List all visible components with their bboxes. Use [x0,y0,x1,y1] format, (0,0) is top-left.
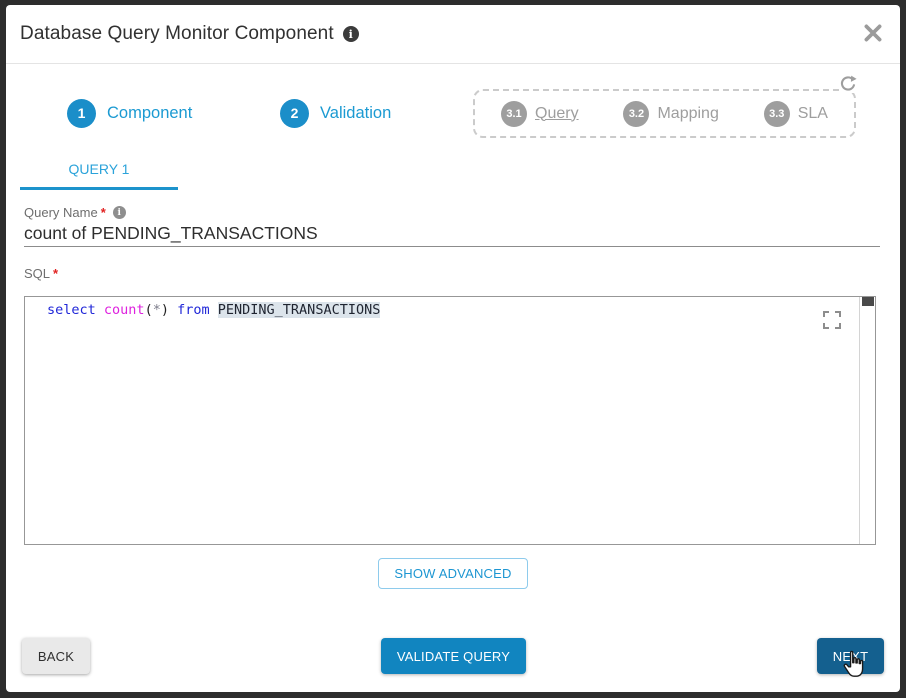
sql-token [169,302,177,318]
substep-number-badge: 3.3 [763,100,790,127]
sql-token-highlighted: PENDING_TRANSACTIONS [217,302,381,318]
sql-code-editor[interactable]: select count(*) from PENDING_TRANSACTION… [24,296,876,545]
refresh-icon[interactable] [839,75,857,93]
sql-code-line: select count(*) from PENDING_TRANSACTION… [25,302,381,319]
scrollbar-thumb[interactable] [862,297,874,306]
wizard-substep-query[interactable]: 3.1 Query [501,100,579,127]
sql-token: * [152,302,161,318]
wizard-substep-group: 3.1 Query 3.2 Mapping 3.3 SLA [473,89,856,138]
query-name-input[interactable] [24,220,880,247]
query-name-label: Query Name* i [24,205,126,220]
substep-label: SLA [797,104,828,122]
substep-label: Query [535,104,579,122]
info-icon[interactable]: i [342,26,359,42]
required-marker: * [100,205,106,220]
wizard-substep-mapping: 3.2 Mapping [623,100,719,127]
wizard-step-validation[interactable]: 2 Validation [280,88,391,138]
show-advanced-button[interactable]: SHOW ADVANCED [378,558,528,589]
next-button[interactable]: NEXT [817,638,884,674]
substep-label: Mapping [657,104,719,122]
dialog-title: Database Query Monitor Component [20,23,334,44]
info-icon[interactable]: i [112,206,126,219]
sql-token [210,302,218,318]
sql-token: from [177,302,210,318]
dialog-header: Database Query Monitor Component i [6,5,900,64]
validate-query-button[interactable]: VALIDATE QUERY [381,638,526,674]
close-icon[interactable] [862,22,884,44]
query-name-label-text: Query Name [24,205,98,220]
tab-query-1[interactable]: QUERY 1 [20,152,178,190]
required-marker: * [53,266,59,281]
step-label: Validation [320,103,392,122]
step-number-badge: 2 [280,98,309,128]
database-query-monitor-dialog: Database Query Monitor Component i 1 Com… [6,5,900,692]
sql-label: SQL* [24,266,58,281]
wizard-substep-sla: 3.3 SLA [763,100,828,127]
editor-scrollbar[interactable] [859,297,875,544]
sql-token [96,302,104,318]
substep-number-badge: 3.1 [501,100,527,127]
sql-token: ) [160,302,169,318]
sql-token: ( [144,302,153,318]
substep-number-badge: 3.2 [623,100,650,127]
wizard-step-component[interactable]: 1 Component [67,88,192,138]
sql-label-text: SQL [24,266,51,281]
step-number-badge: 1 [67,98,96,128]
sql-token: count [103,302,145,318]
back-button[interactable]: BACK [22,638,90,674]
fullscreen-icon[interactable] [823,311,841,329]
sql-token: select [47,302,96,318]
step-label: Component [107,103,193,122]
